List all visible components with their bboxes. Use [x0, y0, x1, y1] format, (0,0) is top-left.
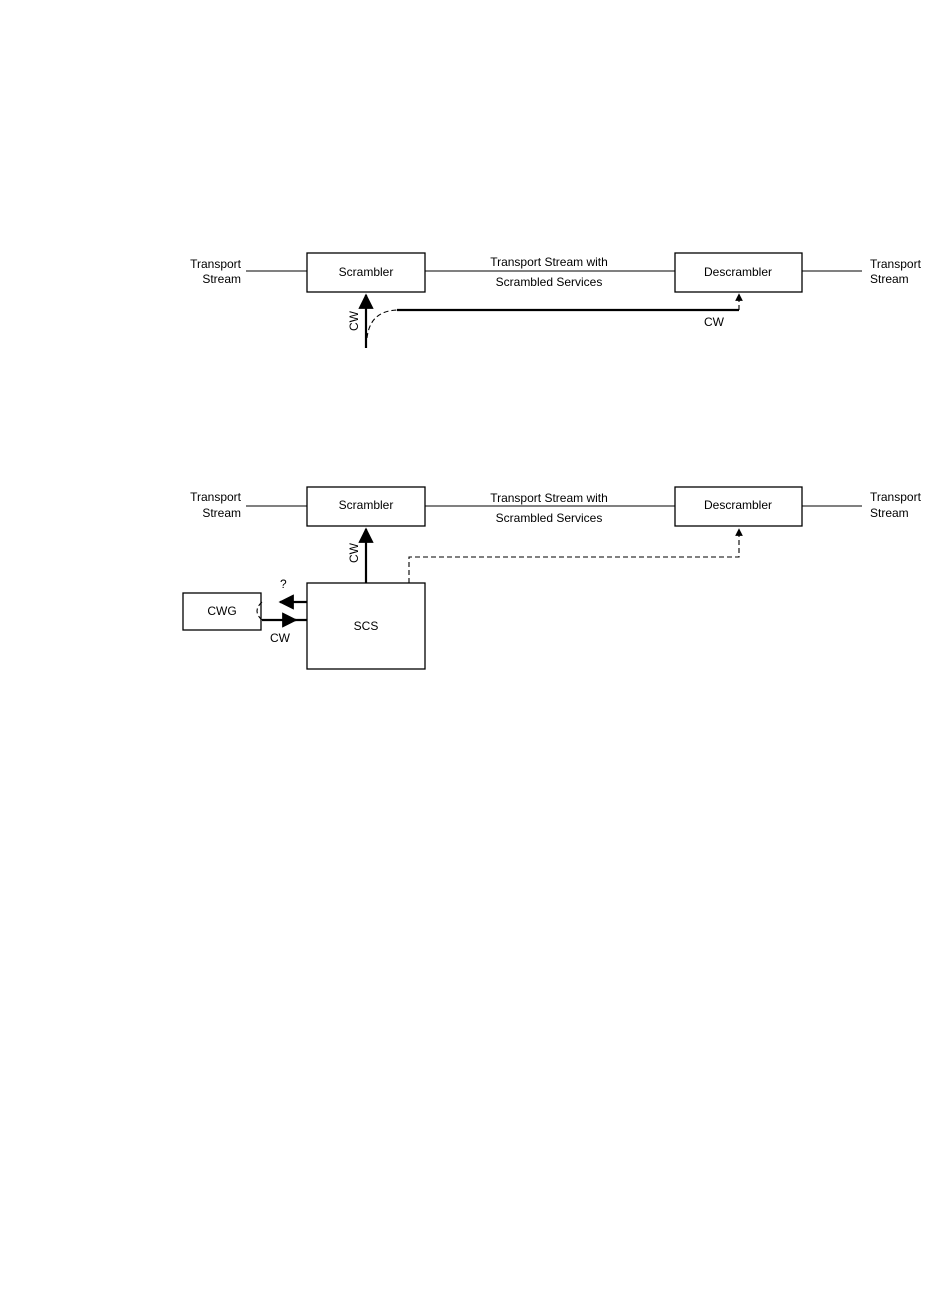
scs-label: SCS: [354, 619, 379, 633]
diagram-1: Transport Stream Scrambler Transport Str…: [190, 253, 921, 348]
ts-out-label-line1: Transport: [870, 490, 922, 504]
ts-in-label-line2: Stream: [202, 272, 241, 286]
cw-branch-curve: [367, 310, 397, 338]
scrambler-label: Scrambler: [339, 498, 394, 512]
cw-return-label: CW: [270, 631, 291, 645]
diagram-2: Transport Stream Scrambler Transport Str…: [183, 487, 922, 669]
mid-label-line1: Transport Stream with: [490, 491, 608, 505]
cw-vertical-label: CW: [347, 542, 361, 563]
ts-out-label-line2: Stream: [870, 272, 909, 286]
mid-label-line2: Scrambled Services: [496, 511, 603, 525]
ts-out-label-line1: Transport: [870, 257, 922, 271]
mid-label-line2: Scrambled Services: [496, 275, 603, 289]
scrambler-label: Scrambler: [339, 265, 394, 279]
cw-dashed-path: [409, 529, 739, 583]
ts-in-label-line1: Transport: [190, 490, 242, 504]
cwg-label: CWG: [207, 604, 236, 618]
ts-in-label-line1: Transport: [190, 257, 242, 271]
descrambler-label: Descrambler: [704, 498, 772, 512]
cw-bottom-label: CW: [704, 315, 725, 329]
cw-vertical-label: CW: [347, 310, 361, 331]
descrambler-label: Descrambler: [704, 265, 772, 279]
ts-out-label-line2: Stream: [870, 506, 909, 520]
ts-in-label-line2: Stream: [202, 506, 241, 520]
mid-label-line1: Transport Stream with: [490, 255, 608, 269]
question-label: ?: [280, 577, 287, 591]
